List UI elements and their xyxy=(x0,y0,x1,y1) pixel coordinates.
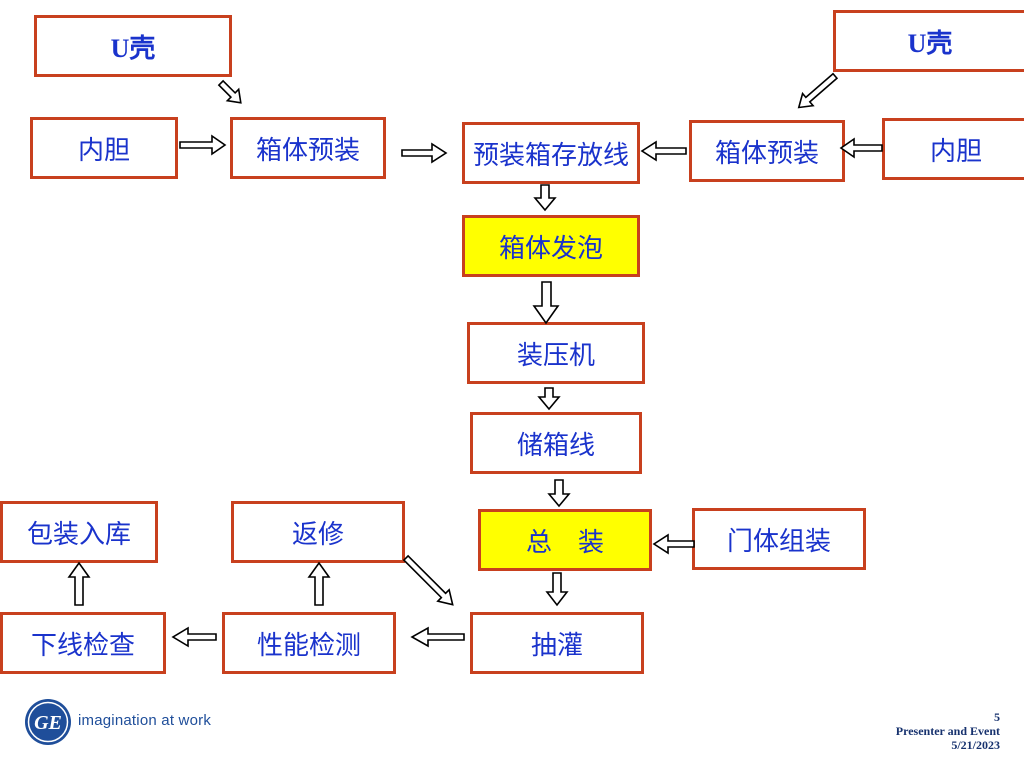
door-assembly-box: 门体组装 xyxy=(692,508,866,570)
pre-assembly-right-box: 箱体预装 xyxy=(689,120,845,182)
foaming-label: 箱体发泡 xyxy=(498,233,603,264)
storage-line-box: 预装箱存放线 xyxy=(462,122,640,184)
arrow-door-to-final xyxy=(652,533,695,555)
liner-right-box: 内胆 xyxy=(882,118,1024,180)
arrow-foaming-to-press xyxy=(532,281,560,325)
offline-check-label: 下线检查 xyxy=(30,630,135,661)
final-assembly-box: 总 装 xyxy=(478,509,652,571)
u-shell-right-label: U壳 xyxy=(907,28,953,58)
cabinet-buffer-box: 储箱线 xyxy=(470,412,642,474)
arrow-liner-right-to-preassembly xyxy=(839,137,883,159)
u-shell-left-box: U壳 xyxy=(34,15,232,77)
arrow-test-to-offline xyxy=(171,626,217,648)
slide-footer: 5 Presenter and Event 5/21/2023 xyxy=(896,710,1000,752)
arrow-rework-to-vacuum xyxy=(402,554,454,606)
cabinet-buffer-label: 储箱线 xyxy=(516,430,595,461)
rework-label: 返修 xyxy=(291,519,344,550)
storage-line-label: 预装箱存放线 xyxy=(472,140,629,171)
vacuum-fill-label: 抽灌 xyxy=(530,630,583,661)
arrow-buffer-to-final xyxy=(547,479,571,508)
arrow-offline-to-pack xyxy=(67,561,91,606)
arrow-ushell-left-to-preassembly xyxy=(217,79,242,104)
offline-check-box: 下线检查 xyxy=(0,612,166,674)
pack-store-label: 包装入库 xyxy=(26,519,131,550)
performance-test-box: 性能检测 xyxy=(222,612,396,674)
final-assembly-label: 总 装 xyxy=(525,527,604,558)
performance-test-label: 性能检测 xyxy=(256,630,361,661)
arrow-final-to-vacuum xyxy=(545,572,569,607)
arrow-vacuum-to-test xyxy=(410,626,465,648)
slide-date: 5/21/2023 xyxy=(951,738,1000,752)
liner-left-label: 内胆 xyxy=(77,135,130,166)
arrow-liner-left-to-preassembly xyxy=(179,134,227,156)
u-shell-right-box: U壳 xyxy=(833,10,1024,72)
arrow-test-to-rework xyxy=(307,561,331,606)
u-shell-left-label: U壳 xyxy=(110,33,156,63)
liner-right-label: 内胆 xyxy=(929,136,982,167)
ge-logo-text: GE xyxy=(34,712,62,734)
page-number: 5 xyxy=(994,710,1000,724)
liner-left-box: 内胆 xyxy=(30,117,178,179)
pre-assembly-right-label: 箱体预装 xyxy=(714,138,819,169)
arrow-preassembly-left-to-storage xyxy=(401,142,448,164)
pre-assembly-left-label: 箱体预装 xyxy=(255,135,360,166)
arrow-press-to-buffer xyxy=(537,387,561,411)
arrow-ushell-right-to-preassembly xyxy=(797,72,839,109)
arrow-storage-to-foaming xyxy=(533,184,557,212)
presenter-event: Presenter and Event xyxy=(895,724,1000,738)
press-box: 装压机 xyxy=(467,322,645,384)
pre-assembly-left-box: 箱体预装 xyxy=(230,117,386,179)
door-assembly-label: 门体组装 xyxy=(726,526,831,557)
foaming-box: 箱体发泡 xyxy=(462,215,640,277)
rework-box: 返修 xyxy=(231,501,405,563)
vacuum-fill-box: 抽灌 xyxy=(470,612,644,674)
ge-logo-icon: GE xyxy=(25,699,71,745)
pack-store-box: 包装入库 xyxy=(0,501,158,563)
arrow-preassembly-right-to-storage xyxy=(640,140,687,162)
tagline: imagination at work xyxy=(78,712,212,729)
press-label: 装压机 xyxy=(516,340,595,371)
